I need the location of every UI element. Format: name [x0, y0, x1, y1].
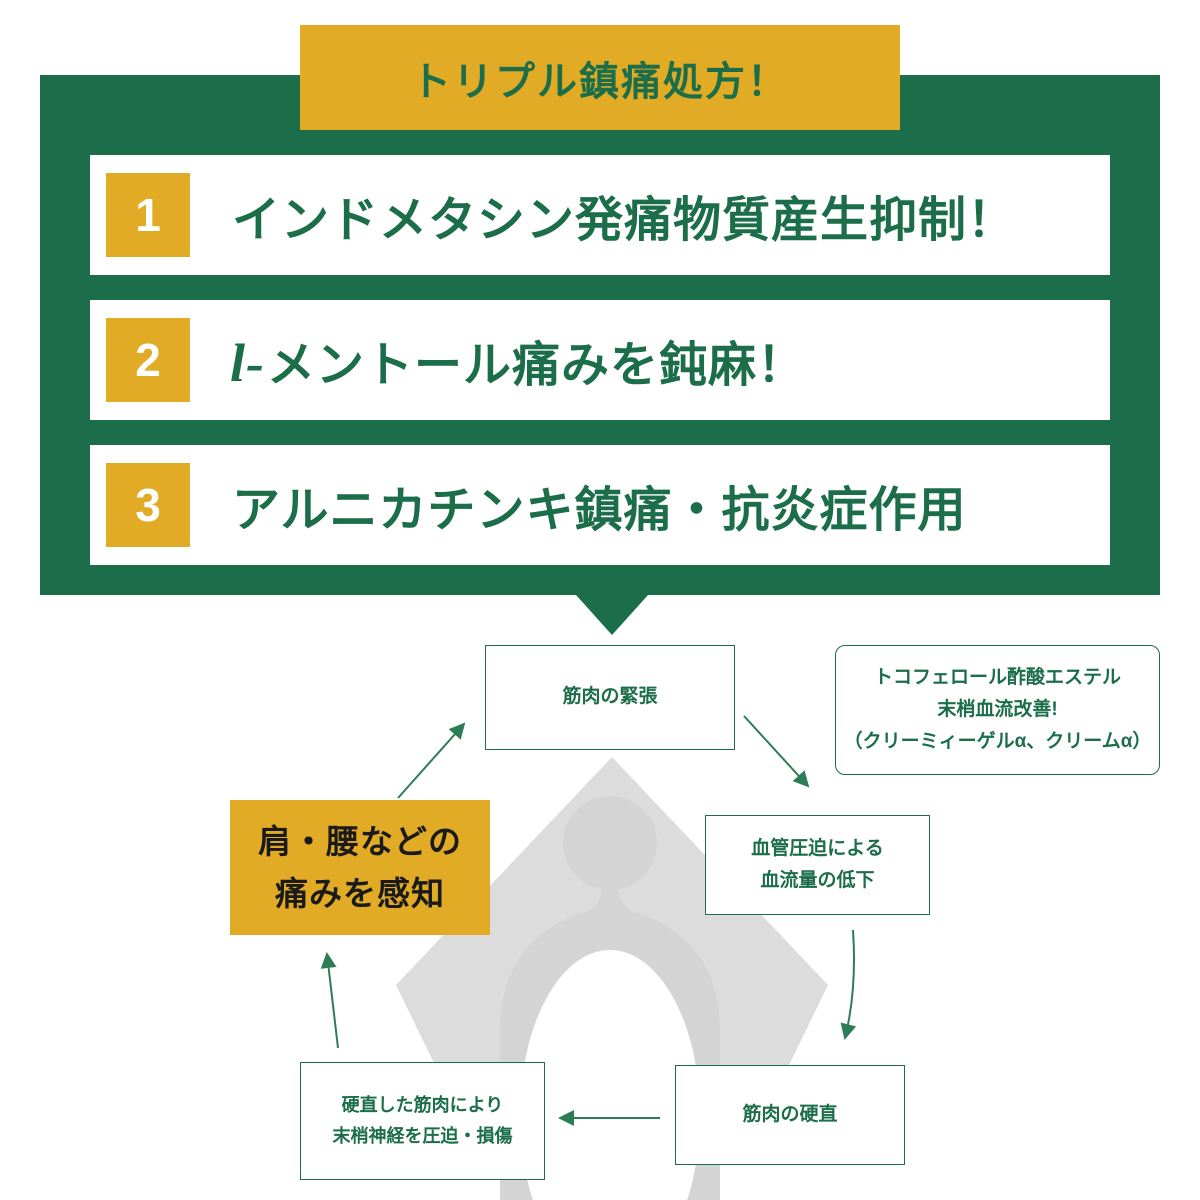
- point-number-1: 1: [106, 173, 190, 257]
- arrow-bloodflow-to-rigidity: [840, 929, 857, 1040]
- node-muscle-tension: 筋肉の緊張: [485, 645, 735, 750]
- point-text-2: l- メントール痛みを鈍麻！: [230, 325, 806, 395]
- point-row-3: 3 アルニカチンキ鎮痛・抗炎症作用: [90, 445, 1110, 565]
- point-number-2: 2: [106, 318, 190, 402]
- silhouette-head: [563, 796, 657, 890]
- node-nerve-damage: 硬直した筋肉により 末梢神経を圧迫・損傷: [300, 1062, 545, 1180]
- body-silhouette: [396, 757, 828, 1200]
- point-text-3: アルニカチンキ鎮痛・抗炎症作用: [230, 470, 967, 540]
- node-tocopherol-note: トコフェロール酢酸エステル 末梢血流改善! （クリーミィーゲルα、クリームα）: [835, 645, 1160, 775]
- node-muscle-rigidity: 筋肉の硬直: [675, 1065, 905, 1165]
- node-blood-flow: 血管圧迫による 血流量の低下: [705, 815, 930, 915]
- arrow-pain-to-tension: [397, 722, 466, 799]
- node-pain-sense: 肩・腰などの 痛みを感知: [230, 800, 490, 935]
- cycle-arrows: [320, 715, 857, 1126]
- point-text-1: インドメタシン発痛物質産生抑制！: [230, 180, 1016, 250]
- point-row-2: 2 l- メントール痛みを鈍麻！: [90, 300, 1110, 420]
- point-label-2: メントール痛みを鈍麻！: [267, 339, 807, 392]
- point-label-3: アルニカチンキ鎮痛・抗炎症作用: [232, 484, 967, 537]
- point-label-1: インドメタシン発痛物質産生抑制！: [232, 194, 1017, 247]
- point-number-3: 3: [106, 463, 190, 547]
- cycle-diagram-canvas: [320, 715, 857, 1200]
- point-row-1: 1 インドメタシン発痛物質産生抑制！: [90, 155, 1110, 275]
- silhouette-chest-highlight: [520, 950, 700, 1200]
- arrow-tension-to-bloodflow: [743, 715, 810, 788]
- triple-formula-panel: 1 インドメタシン発痛物質産生抑制！ 2 l- メントール痛みを鈍麻！ 3 アル…: [40, 75, 1160, 595]
- banner-title: トリプル鎮痛処方！: [300, 25, 900, 130]
- point-prefix-2: l-: [230, 333, 265, 393]
- arrow-nerve-to-pain: [320, 952, 339, 1049]
- down-arrow-pointer: [576, 595, 648, 635]
